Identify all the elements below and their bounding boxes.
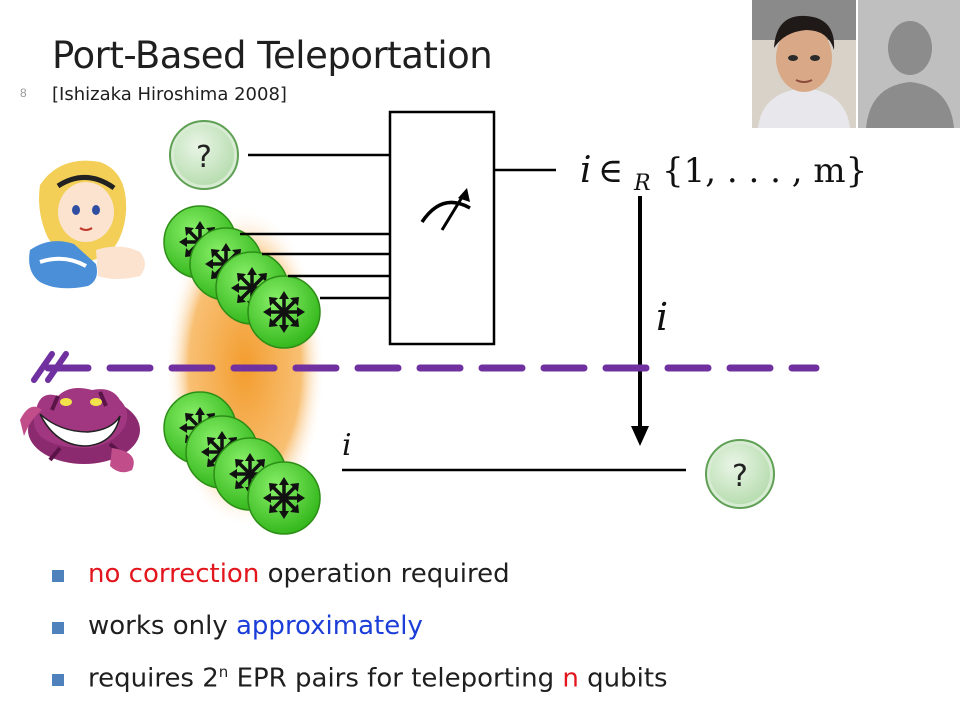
bob-epr-halves — [163, 391, 321, 535]
bullet-3-highlight: n — [562, 663, 579, 694]
bullet-1-highlight: no correction — [88, 559, 260, 589]
input-state-label: ? — [196, 140, 212, 175]
bullet-square-icon — [52, 570, 64, 582]
svg-text:R: R — [633, 171, 651, 196]
svg-text:i: i — [580, 150, 592, 191]
arrowhead-icon — [631, 426, 649, 446]
svg-text:{1, . . . , m}: {1, . . . , m} — [662, 151, 867, 191]
portrait-photo-ishizaka — [752, 0, 856, 128]
bullet-square-icon — [52, 674, 64, 686]
port-index-label: i — [342, 428, 352, 463]
bullet-2-highlight: approximately — [236, 611, 423, 641]
input-wires — [240, 153, 390, 300]
portrait-placeholder-silhouette — [858, 0, 960, 128]
meter-icon — [420, 188, 471, 231]
bullet-3-text-b: EPR pairs for teleporting — [228, 663, 563, 694]
bullet-3-superscript: n — [218, 663, 229, 681]
cheshire-cat-icon — [20, 388, 140, 473]
bullet-3-text-a: requires 2 — [88, 663, 219, 694]
alice-character-icon — [29, 160, 145, 289]
svg-text:∈: ∈ — [598, 151, 623, 191]
bullet-list: no correction operation required works o… — [52, 556, 932, 712]
output-unknown-state: ? — [705, 439, 775, 509]
bullet-square-icon — [52, 622, 64, 634]
measurement-outcome-formula: i ∈ R {1, . . . , m} — [580, 150, 867, 196]
no-communication-slash-icon — [31, 351, 69, 383]
bullet-2: works only approximately — [52, 608, 932, 660]
slide-number: 8 — [20, 86, 27, 100]
joint-measurement-box — [388, 110, 496, 346]
bullet-1-text: operation required — [259, 559, 510, 589]
citation: [Ishizaka Hiroshima 2008] — [52, 84, 287, 105]
slide-title: Port-Based Teleportation — [52, 34, 493, 77]
alice-epr-halves — [163, 205, 321, 349]
bullet-2-text: works only — [88, 611, 236, 641]
bullet-3: requires 2n EPR pairs for teleporting n … — [52, 660, 932, 712]
alice-qubit-4 — [247, 275, 321, 349]
bullet-1: no correction operation required — [52, 556, 932, 608]
output-state-label: ? — [732, 459, 748, 494]
bullet-3-text-c: qubits — [578, 663, 668, 694]
bob-qubit-4 — [247, 461, 321, 535]
input-unknown-state: ? — [169, 120, 239, 190]
classical-message-label: i — [656, 295, 668, 339]
